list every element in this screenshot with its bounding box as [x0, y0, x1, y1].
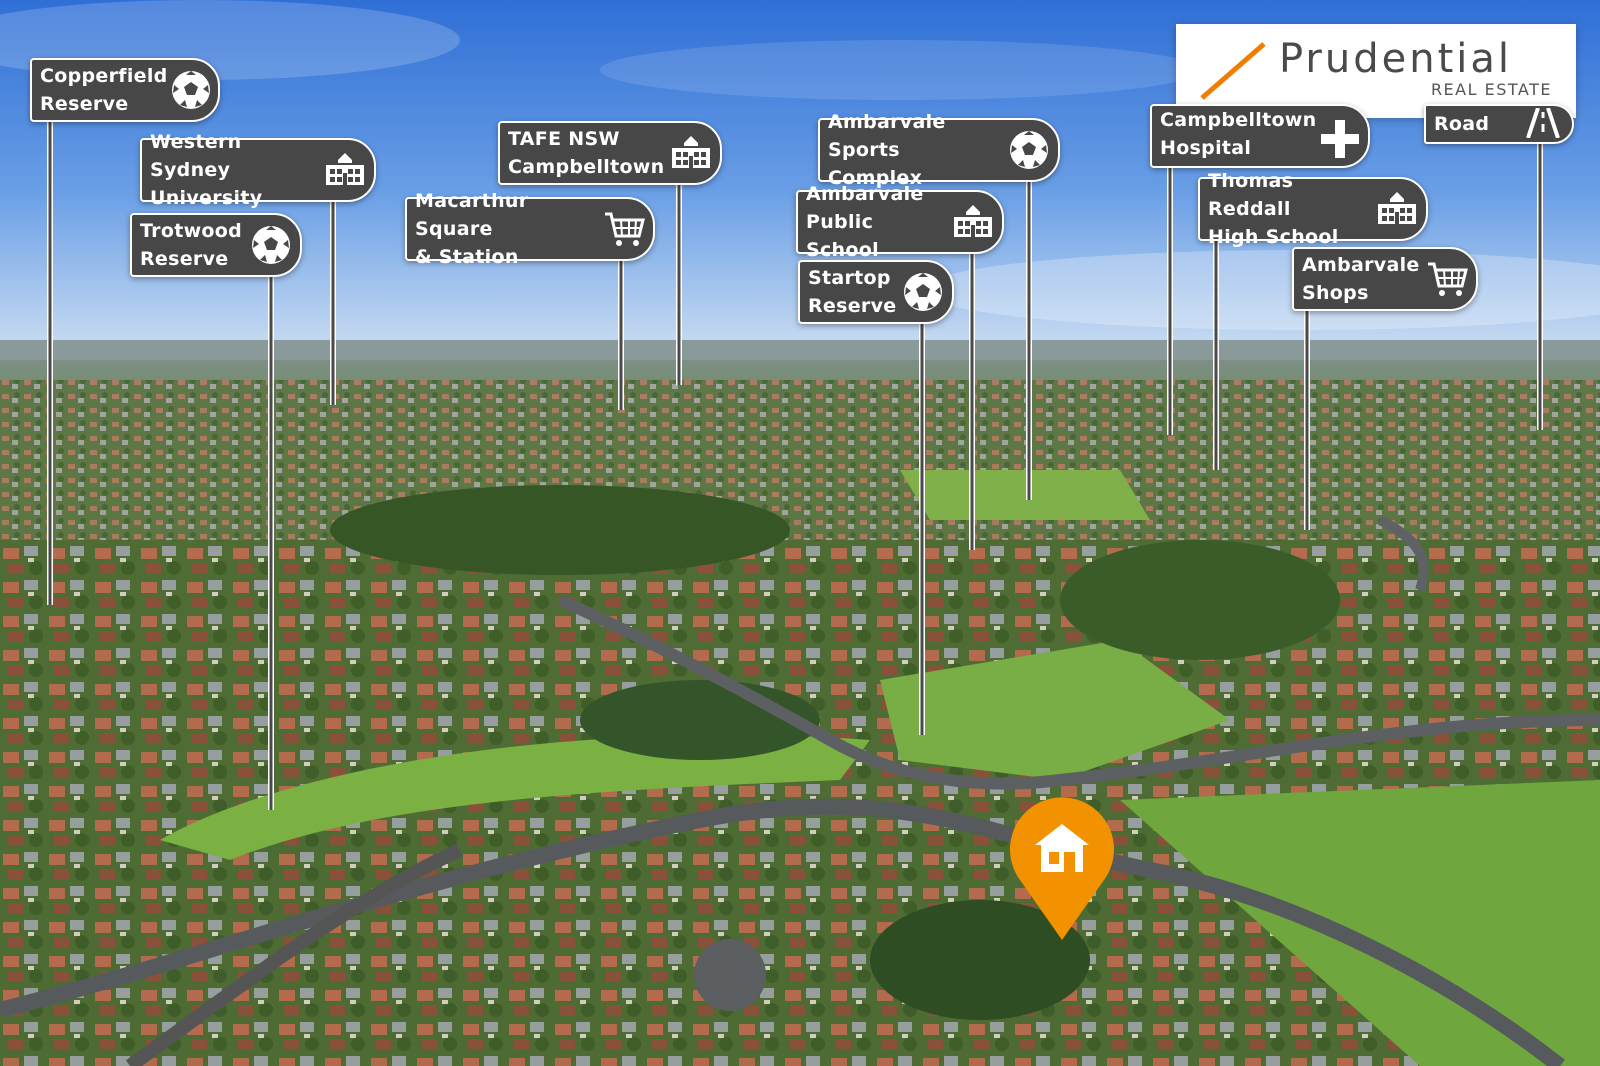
- prudential-logo: Prudential REAL ESTATE: [1176, 24, 1576, 118]
- hospital-cross-icon: [1320, 120, 1359, 158]
- landmark-tag-tafe-nsw[interactable]: TAFE NSW Campbelltown: [498, 121, 722, 185]
- landmark-tag-ambarvale-shops[interactable]: Ambarvale Shops: [1292, 247, 1478, 311]
- soccer-ball-icon: [904, 273, 942, 311]
- landmark-label: Copperfield Reserve: [40, 65, 168, 115]
- landmark-tag-ambarvale-sports-complex[interactable]: Ambarvale Sports Complex: [818, 111, 1060, 189]
- landmark-tag-campbelltown-hospital[interactable]: Campbelltown Hospital: [1150, 104, 1370, 168]
- house-icon: [1035, 824, 1089, 872]
- landmark-label: Macarthur Square & Station: [415, 190, 529, 268]
- property-marker[interactable]: [1010, 797, 1114, 940]
- landmark-label: Startop Reserve: [808, 267, 897, 317]
- landmark-label: Campbelltown Hospital: [1160, 109, 1317, 159]
- landmark-tag-western-sydney-university[interactable]: Western Sydney University: [140, 131, 376, 209]
- landmark-label: Ambarvale Shops: [1302, 254, 1420, 304]
- soccer-ball-icon: [1010, 131, 1048, 169]
- landmark-tag-thomas-reddall-high-school[interactable]: Thomas Reddall High School: [1198, 170, 1428, 248]
- brand-name: Prudential: [1279, 36, 1512, 82]
- landmark-tag-ambarvale-public-school[interactable]: Ambarvale Public School: [796, 183, 1004, 261]
- school-icon: [672, 136, 710, 168]
- landmark-label: Ambarvale Public School: [806, 183, 924, 261]
- school-icon: [326, 153, 364, 185]
- landmark-tag-trotwood[interactable]: Trotwood Reserve: [130, 213, 302, 277]
- brand-tagline: REAL ESTATE: [1430, 80, 1552, 99]
- landmark-tag-copperfield[interactable]: Copperfield Reserve: [30, 58, 220, 122]
- shopping-cart-icon: [1428, 262, 1468, 296]
- soccer-ball-icon: [171, 71, 210, 109]
- school-icon: [1378, 192, 1416, 224]
- landmark-tag-macarthur-square[interactable]: Macarthur Square & Station: [405, 190, 655, 268]
- landmark-tag-road[interactable]: Road: [1424, 104, 1574, 144]
- landmark-label: Ambarvale Sports Complex: [828, 111, 946, 189]
- landmark-label: Trotwood Reserve: [140, 220, 243, 270]
- landmark-label: Road: [1434, 113, 1490, 135]
- landmark-tag-startop-reserve[interactable]: Startop Reserve: [798, 260, 954, 324]
- logo-slash-icon: [1200, 42, 1266, 100]
- school-icon: [954, 205, 992, 237]
- landmark-label: Western Sydney University: [150, 131, 263, 209]
- road-icon: [1526, 108, 1560, 138]
- shopping-cart-icon: [605, 212, 645, 246]
- landmark-label: TAFE NSW Campbelltown: [508, 128, 665, 178]
- soccer-ball-icon: [252, 226, 290, 264]
- landmark-label: Thomas Reddall High School: [1208, 170, 1339, 248]
